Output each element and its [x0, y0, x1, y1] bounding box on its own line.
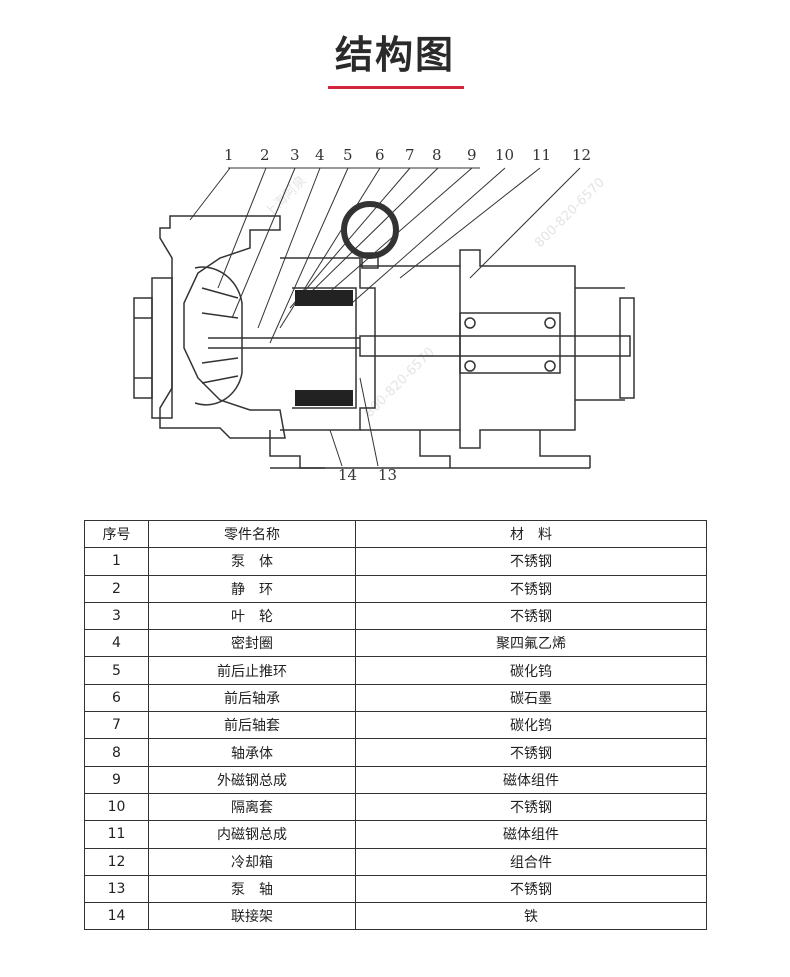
cell-part-name: 密封圈 — [148, 629, 356, 658]
cell-no: 6 — [84, 683, 149, 713]
header-no: 序号 — [84, 519, 149, 549]
cell-no: 3 — [84, 601, 149, 631]
cell-part-name: 冷却箱 — [148, 847, 356, 876]
cell-material: 碳石墨 — [355, 683, 707, 713]
pump-structure-diagram: 上海阿泉 800-820-6570 800-820-6570 — [133, 146, 635, 484]
cell-material: 不锈钢 — [355, 547, 707, 576]
callout-10: 10 — [495, 146, 514, 164]
cell-no: 11 — [84, 820, 149, 849]
cell-material: 不锈钢 — [355, 574, 707, 603]
header-material: 材 料 — [355, 519, 707, 549]
cell-material: 不锈钢 — [355, 874, 707, 904]
cell-no: 5 — [84, 656, 149, 685]
cell-part-name: 联接架 — [148, 902, 356, 931]
callout-14: 14 — [338, 466, 357, 484]
title-underline — [328, 86, 464, 89]
cell-part-name: 前后轴套 — [148, 711, 356, 740]
cell-material: 铁 — [355, 902, 707, 931]
cell-material: 组合件 — [355, 847, 707, 876]
cell-no: 1 — [84, 547, 149, 576]
callout-1: 1 — [224, 146, 234, 164]
callout-13: 13 — [378, 466, 397, 484]
cell-material: 不锈钢 — [355, 738, 707, 767]
cell-no: 14 — [84, 902, 149, 931]
cell-material: 不锈钢 — [355, 601, 707, 631]
cell-material: 聚四氟乙烯 — [355, 629, 707, 658]
callout-6: 6 — [375, 146, 385, 164]
cell-part-name: 内磁钢总成 — [148, 820, 356, 849]
cell-no: 12 — [84, 847, 149, 876]
table-header-row: 序号 零件名称 材 料 — [84, 519, 707, 549]
cell-part-name: 静 环 — [148, 574, 356, 603]
cell-part-name: 隔离套 — [148, 792, 356, 822]
cell-material: 碳化钨 — [355, 711, 707, 740]
cell-material: 磁体组件 — [355, 820, 707, 849]
cell-no: 4 — [84, 629, 149, 658]
cell-material: 碳化钨 — [355, 656, 707, 685]
cell-part-name: 轴承体 — [148, 738, 356, 767]
header-part-name: 零件名称 — [148, 519, 356, 549]
callout-11: 11 — [532, 146, 551, 164]
callout-3: 3 — [290, 146, 300, 164]
page-title: 结构图 — [334, 33, 455, 77]
cell-no: 10 — [84, 792, 149, 822]
callout-2: 2 — [260, 146, 270, 164]
callout-9: 9 — [467, 146, 477, 164]
cell-part-name: 前后轴承 — [148, 683, 356, 713]
cell-part-name: 前后止推环 — [148, 656, 356, 685]
cell-no: 7 — [84, 711, 149, 740]
callout-12: 12 — [572, 146, 591, 164]
cell-part-name: 外磁钢总成 — [148, 765, 356, 794]
callout-7: 7 — [405, 146, 415, 164]
cell-part-name: 叶 轮 — [148, 601, 356, 631]
cell-no: 13 — [84, 874, 149, 904]
cell-no: 9 — [84, 765, 149, 794]
watermark-text: 800-820-6570 — [532, 175, 608, 251]
cell-no: 2 — [84, 574, 149, 603]
callout-5: 5 — [343, 146, 353, 164]
cell-part-name: 泵 轴 — [148, 874, 356, 904]
cell-part-name: 泵 体 — [148, 547, 356, 576]
callout-4: 4 — [315, 146, 325, 164]
cell-no: 8 — [84, 738, 149, 767]
cell-material: 磁体组件 — [355, 765, 707, 794]
cell-material: 不锈钢 — [355, 792, 707, 822]
callout-8: 8 — [432, 146, 442, 164]
